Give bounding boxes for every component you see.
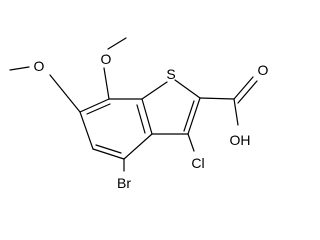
- bond-c7a-s: [141, 81, 168, 100]
- bond-o6-ch3: [9, 66, 30, 71]
- methoxy-oxygen-7-label: O: [101, 51, 112, 67]
- bond-inner-c2-c3: [183, 100, 195, 132]
- sulfur-atom-label: S: [166, 66, 175, 82]
- bond-c5-c6: [79, 111, 94, 150]
- bond-o7-ch3: [107, 37, 127, 50]
- bond-s-c2: [174, 79, 201, 99]
- methoxy-oxygen-6-label: O: [34, 58, 45, 74]
- bond-cooh-co-2: [237, 80, 258, 104]
- structure-canvas: S O OH Cl Br O O: [9, 37, 269, 191]
- hydroxyl-label: OH: [230, 132, 251, 148]
- bond-c6-o6: [49, 74, 81, 113]
- bond-cooh-co-1: [233, 76, 254, 100]
- bond-inner-c6-c7: [86, 103, 111, 115]
- bond-cooh-coh: [233, 98, 239, 126]
- bond-c7-o7: [103, 67, 110, 100]
- bond-inner-c7a-c3a: [136, 104, 146, 134]
- bond-c7a-c3a: [141, 98, 153, 135]
- bond-inner-c4-c5: [95, 144, 122, 154]
- bond-c3-cl: [187, 133, 195, 152]
- carbonyl-oxygen-label: O: [258, 62, 269, 78]
- bond-c6-c7: [79, 98, 110, 113]
- chemical-structure: S O OH Cl Br O O: [9, 37, 269, 191]
- bond-c4-c5: [92, 148, 125, 160]
- bond-c2-c3: [187, 97, 201, 135]
- bond-c3a-c4: [123, 133, 153, 160]
- chlorine-atom-label: Cl: [191, 155, 204, 171]
- bromine-atom-label: Br: [117, 175, 131, 191]
- bond-c2-ccooh: [199, 97, 235, 100]
